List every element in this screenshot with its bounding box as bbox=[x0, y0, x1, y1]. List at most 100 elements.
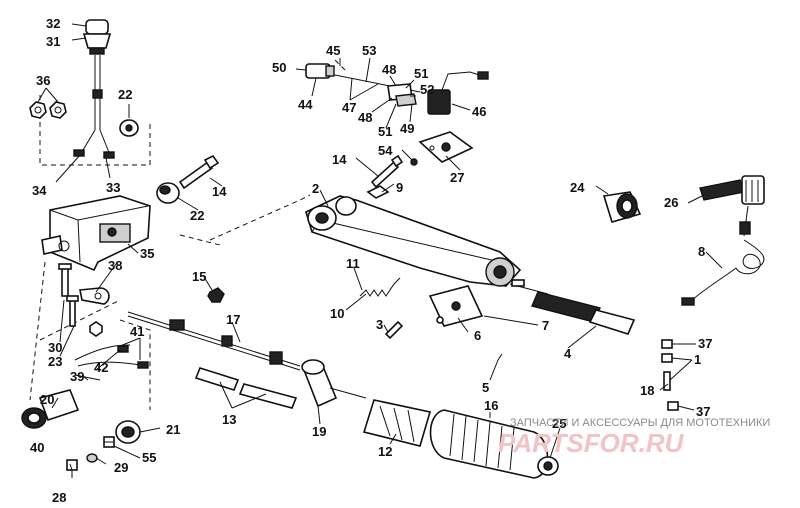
callout-29: 29 bbox=[114, 460, 128, 475]
wire-harness bbox=[74, 344, 149, 381]
callout-labels: 32 31 36 22 34 33 14 22 35 38 30 23 41 4… bbox=[30, 16, 712, 505]
callout-52: 52 bbox=[420, 82, 434, 97]
callout-25: 25 bbox=[552, 416, 566, 431]
screw-55 bbox=[103, 436, 115, 448]
callout-8: 8 bbox=[698, 244, 705, 259]
callout-54: 54 bbox=[378, 143, 393, 158]
nut-pair bbox=[29, 101, 67, 119]
callout-7: 7 bbox=[542, 318, 549, 333]
callout-13: 13 bbox=[222, 412, 236, 427]
callout-14: 14 bbox=[212, 184, 227, 199]
callout-39: 39 bbox=[70, 369, 84, 384]
callout-42: 42 bbox=[94, 360, 108, 375]
callout-40: 40 bbox=[30, 440, 44, 455]
throttle-shaft bbox=[509, 279, 636, 335]
leader-lines bbox=[37, 23, 723, 471]
callout-11: 11 bbox=[346, 256, 360, 271]
callout-41: 41 bbox=[130, 324, 144, 339]
callout-35: 35 bbox=[140, 246, 154, 261]
callout-20: 20 bbox=[40, 392, 54, 407]
switch-plate bbox=[418, 131, 474, 163]
callout-6: 6 bbox=[474, 328, 481, 343]
watermark-logo: PARTSFOR.RU bbox=[498, 428, 685, 458]
callout-14b: 14 bbox=[332, 152, 347, 167]
lanyard-cord bbox=[681, 205, 765, 306]
detent-cap-upper bbox=[661, 339, 673, 349]
detent-spring bbox=[663, 371, 671, 391]
inner-grip bbox=[362, 399, 432, 447]
callout-33: 33 bbox=[106, 180, 120, 195]
callout-55: 55 bbox=[142, 450, 156, 465]
callout-51: 51 bbox=[414, 66, 428, 81]
bushing-left bbox=[156, 182, 180, 204]
callout-21: 21 bbox=[166, 422, 180, 437]
throttle-bushing-19 bbox=[301, 359, 367, 408]
callout-53: 53 bbox=[362, 43, 376, 58]
detent-cap-lower bbox=[667, 401, 679, 411]
callout-34: 34 bbox=[32, 183, 47, 198]
callout-36: 36 bbox=[36, 73, 50, 88]
callout-44: 44 bbox=[298, 97, 313, 112]
callout-32: 32 bbox=[46, 16, 60, 31]
callout-2: 2 bbox=[312, 181, 319, 196]
bolt-vertical bbox=[58, 263, 72, 297]
callout-24: 24 bbox=[570, 180, 585, 195]
watermark: ЗАПЧАСТИ И АКСЕССУАРЫ ДЛЯ МОТОТЕХНИКИ PA… bbox=[498, 417, 770, 458]
callout-49: 49 bbox=[400, 121, 414, 136]
callout-3: 3 bbox=[376, 317, 383, 332]
callout-19: 19 bbox=[312, 424, 326, 439]
callout-5: 5 bbox=[482, 380, 489, 395]
callout-50: 50 bbox=[272, 60, 286, 75]
washer-9 bbox=[366, 185, 390, 199]
shift-knob bbox=[82, 19, 112, 55]
clip-29 bbox=[86, 453, 98, 463]
pin-3 bbox=[384, 320, 404, 340]
pivot-bolt-center bbox=[370, 154, 404, 189]
callout-15: 15 bbox=[192, 269, 206, 284]
callout-27: 27 bbox=[450, 170, 464, 185]
screw-pair bbox=[66, 295, 103, 337]
callout-22b: 22 bbox=[190, 208, 204, 223]
pivot-bolt-left bbox=[178, 154, 220, 190]
mounting-bracket-housing bbox=[41, 195, 151, 272]
callout-18: 18 bbox=[640, 383, 654, 398]
callout-9: 9 bbox=[396, 180, 403, 195]
callout-38: 38 bbox=[108, 258, 122, 273]
callout-51b: 51 bbox=[378, 124, 392, 139]
shift-cable bbox=[73, 55, 115, 159]
switch-clip bbox=[387, 83, 417, 107]
callout-45: 45 bbox=[326, 43, 340, 58]
spring-10 bbox=[359, 277, 401, 297]
callout-28: 28 bbox=[52, 490, 66, 505]
handle-grip bbox=[429, 409, 549, 479]
callout-1: 1 bbox=[694, 352, 701, 367]
callout-31: 31 bbox=[46, 34, 60, 49]
callout-47: 47 bbox=[342, 100, 356, 115]
screw-54 bbox=[410, 158, 418, 166]
callout-12: 12 bbox=[378, 444, 392, 459]
cap-24 bbox=[602, 191, 642, 223]
tiller-arm bbox=[305, 195, 522, 287]
callout-48: 48 bbox=[382, 62, 396, 77]
callout-37: 37 bbox=[698, 336, 712, 351]
stop-switch bbox=[427, 71, 489, 115]
callout-22: 22 bbox=[118, 87, 132, 102]
watermark-caption: ЗАПЧАСТИ И АКСЕССУАРЫ ДЛЯ МОТОТЕХНИКИ bbox=[510, 417, 770, 429]
kill-switch bbox=[699, 175, 765, 205]
callout-23: 23 bbox=[48, 354, 62, 369]
bushing-21 bbox=[115, 420, 141, 444]
callout-48b: 48 bbox=[358, 110, 372, 125]
callout-37b: 37 bbox=[696, 404, 710, 419]
throttle-sleeves bbox=[194, 367, 298, 409]
callout-26: 26 bbox=[664, 195, 678, 210]
friction-bracket bbox=[428, 285, 484, 327]
callout-46: 46 bbox=[472, 104, 486, 119]
pin-5 bbox=[497, 353, 503, 361]
main-connector bbox=[21, 389, 80, 429]
cable-clamp bbox=[79, 287, 110, 305]
callout-30: 30 bbox=[48, 340, 62, 355]
callout-16: 16 bbox=[484, 398, 498, 413]
assembly-boundary-lines bbox=[29, 59, 346, 410]
washer-upper bbox=[119, 119, 139, 137]
